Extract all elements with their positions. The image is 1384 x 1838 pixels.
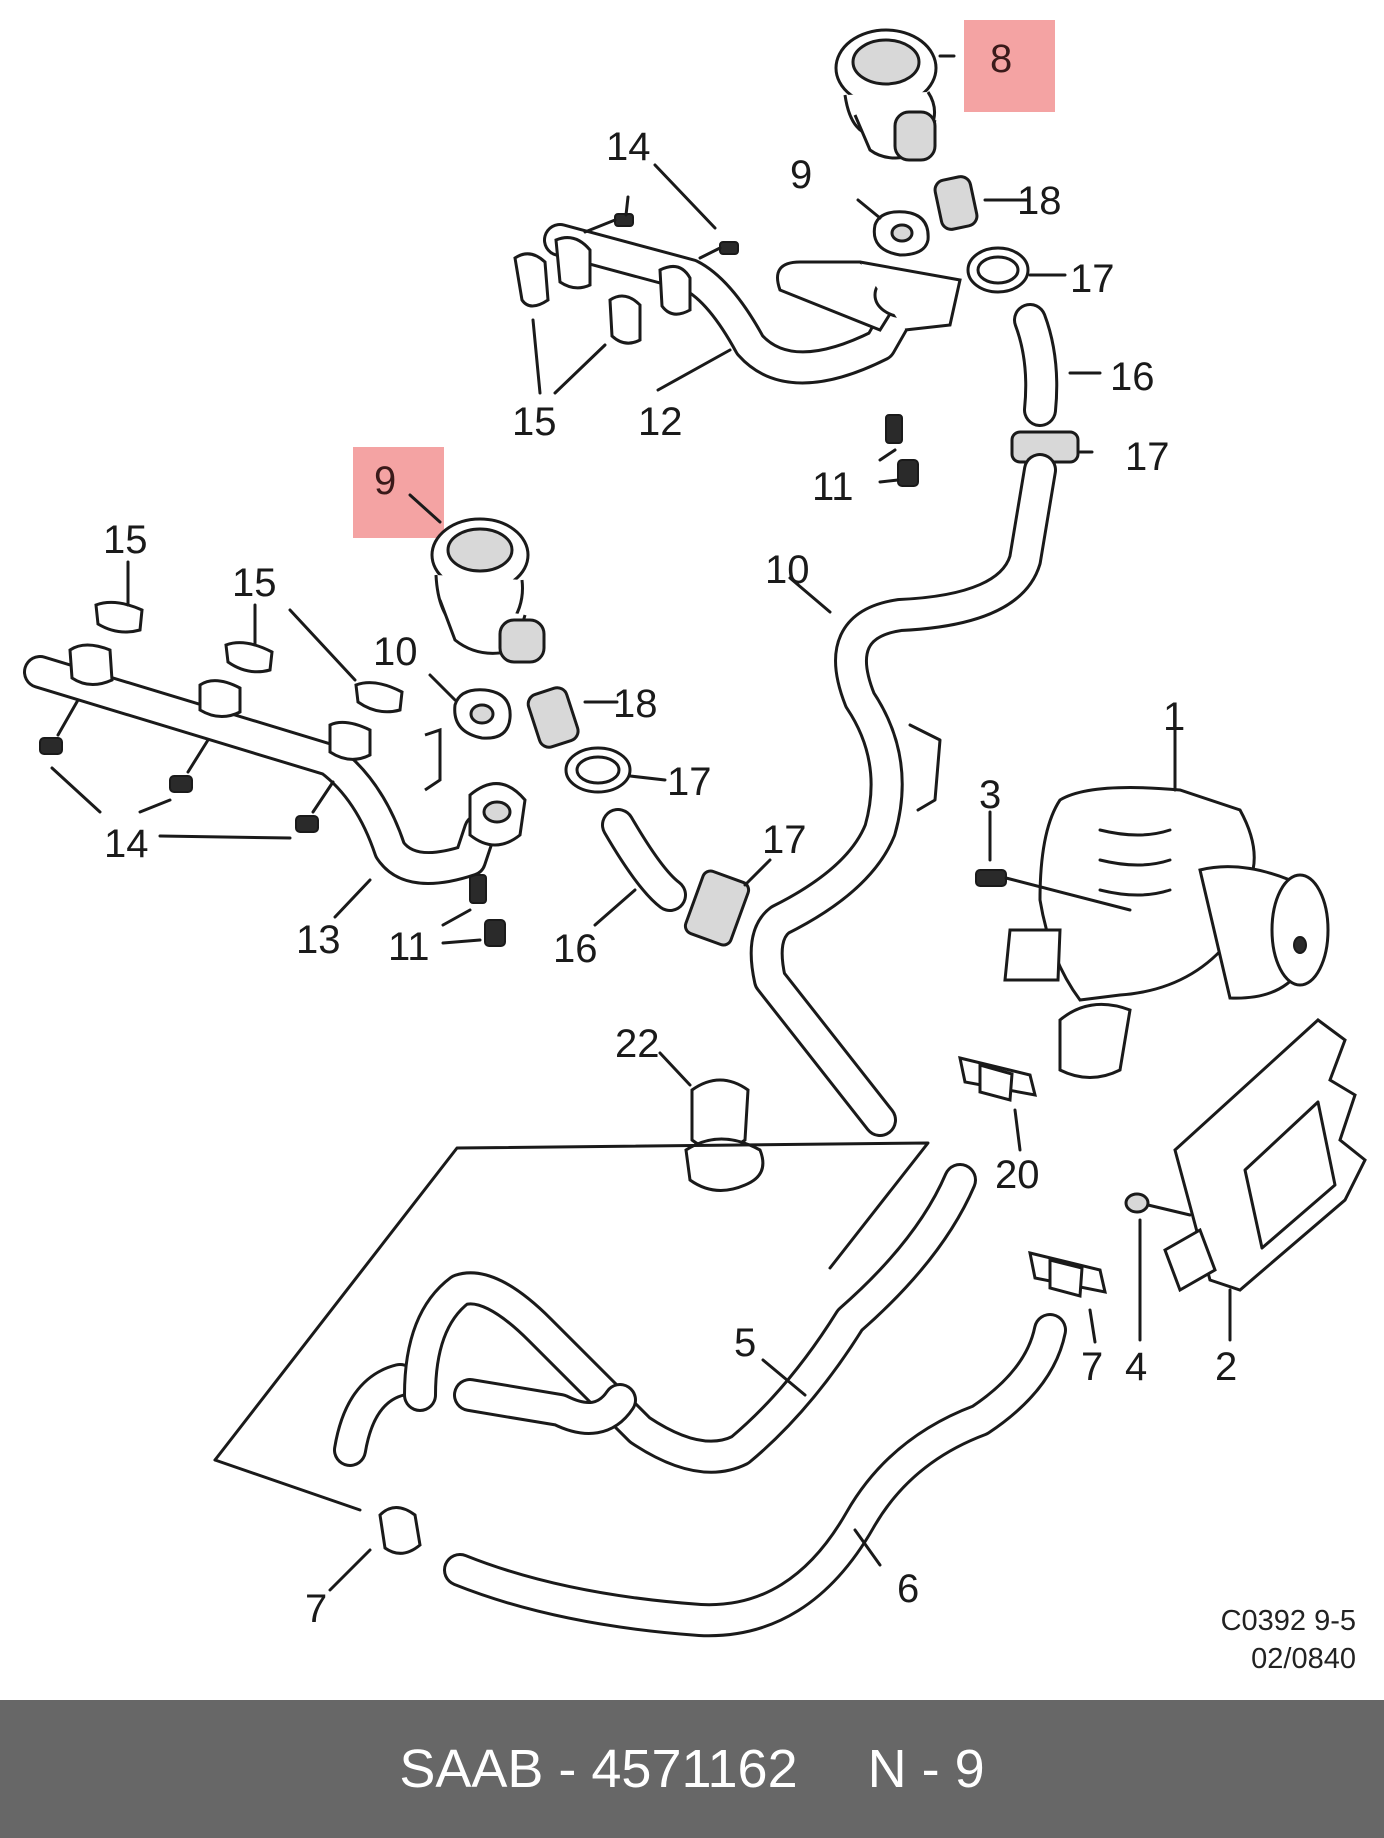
leader-lines [50,54,1232,1592]
hose-16-upper [1013,303,1059,427]
highlight-box-9-left [353,447,444,538]
bolts-14-upper [583,213,739,260]
hose-assembly-5-6 [213,1141,1067,1638]
clamp-7-right [1028,1250,1107,1298]
callout-5: 5 [734,1321,756,1365]
footer-bar: SAAB - 4571162 N - 9 [0,1700,1384,1838]
callout-8: 10 [765,548,810,592]
clamp-22 [684,1078,765,1192]
footer-position: N - 9 [867,1739,985,1799]
callout-labels: 8 9 9 10 18 18 17 17 17 17 16 16 11 11 1… [103,37,1237,1631]
nipple-18-left [526,686,580,749]
callout-13: 13 [296,918,341,962]
callout-10-top: 9 [790,153,812,197]
reference-code-line2: 02/0840 [1251,1643,1356,1675]
nipple-18-upper [933,175,979,231]
callout-7-right: 7 [1081,1345,1103,1389]
hose-8 [749,453,1057,1137]
gasket-10-upper [872,210,930,257]
callout-11-top: 11 [812,465,854,509]
bolt-3 [975,869,1132,912]
hose-16-left [601,808,687,912]
callout-10-left: 10 [373,630,418,674]
callout-11-left: 11 [388,925,430,969]
air-pump [1003,786,1330,1079]
footer-part-number: SAAB - 4571162 [399,1739,798,1799]
air-valve-top [834,28,938,162]
callout-14-left: 14 [104,822,149,866]
clamp-17-a [966,246,1030,294]
callout-6: 6 [897,1567,919,1611]
callout-18-left: 18 [613,682,658,726]
callout-1: 1 [1163,695,1185,739]
air-valve-left [430,517,546,664]
pipe-12 [543,223,962,385]
nut-4 [1124,1192,1192,1217]
callout-7-left: 7 [305,1587,327,1631]
highlight-box-9-top [964,20,1055,112]
reference-code-line1: C0392 9-5 [1220,1605,1356,1637]
callout-12: 12 [638,400,683,444]
exploded-parts-diagram: 8 9 9 10 18 18 17 17 17 17 16 16 11 11 1… [23,20,1367,1638]
pipe-13 [23,655,527,885]
clamp-17-c [564,746,632,794]
callout-22: 22 [615,1022,660,1066]
callout-3: 3 [979,773,1001,817]
clamp-17-d [683,869,751,947]
callout-17-a: 17 [1070,257,1115,301]
callout-9-left: 9 [374,459,396,503]
callout-15-left-a: 15 [103,518,148,562]
callout-15-left-b: 15 [232,561,277,605]
callout-17-b: 17 [1125,435,1170,479]
bolts-14-left [39,698,335,833]
callout-20: 20 [995,1153,1040,1197]
screws-11 [469,414,919,947]
callout-16-top: 16 [1110,355,1155,399]
bracket-2 [1163,1018,1367,1293]
brackets-15-left [68,600,404,761]
callout-18-top: 18 [1017,179,1062,223]
clamp-15-upper [513,236,692,345]
callout-4: 4 [1125,1345,1147,1389]
callout-17-c: 17 [667,760,712,804]
gasket-10-left [453,688,512,740]
callout-17-d: 17 [762,818,807,862]
callout-9-top: 8 [990,37,1012,81]
callout-15-top: 15 [512,400,557,444]
callout-16-left: 16 [553,927,598,971]
callout-14-top: 14 [606,125,651,169]
callout-2: 2 [1215,1345,1237,1389]
clamp-20 [958,1055,1038,1102]
